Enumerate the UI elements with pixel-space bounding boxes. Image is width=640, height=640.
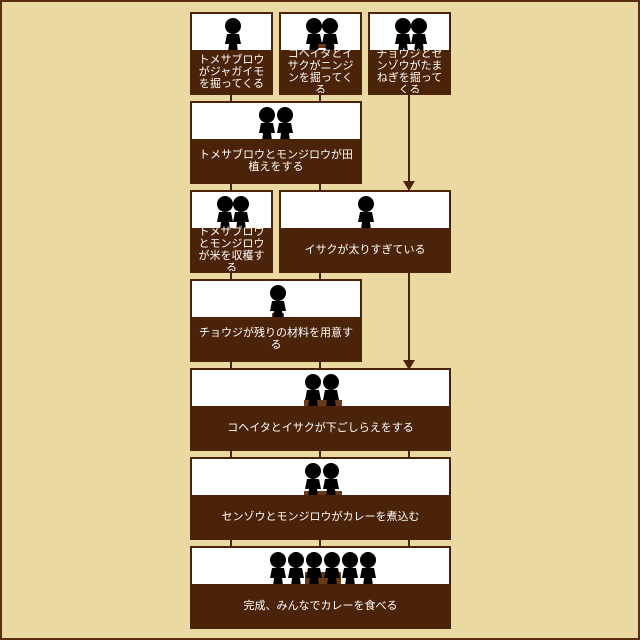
person-silhouette	[358, 196, 374, 230]
person-silhouette	[360, 552, 376, 586]
figure-illustration	[304, 463, 342, 497]
person-silhouette	[217, 196, 233, 230]
figure-illustration	[270, 285, 286, 319]
step-card-s6: イサクが太りすぎている	[279, 190, 451, 273]
person-silhouette	[277, 107, 293, 141]
step-caption: センゾウとモンジロウがカレーを煮込む	[192, 495, 449, 538]
prop-shape	[304, 491, 342, 497]
arrowhead-to-s8	[403, 360, 415, 370]
step-card-s3: チョウジとセンゾウがたまねぎを掘ってくる	[368, 12, 451, 95]
prop-shape	[304, 400, 342, 408]
person-silhouette	[411, 18, 427, 52]
person-silhouette	[259, 107, 275, 141]
step-card-s7: チョウジが残りの材料を用意する	[190, 279, 362, 362]
step-caption: トメサブロウとモンジロウが米を収穫する	[192, 225, 271, 271]
arrowhead-to-s6	[403, 181, 415, 191]
step-card-s1: トメサブロウがジャガイモを掘ってくる	[190, 12, 273, 95]
step-caption: チョウジとセンゾウがたまねぎを掘ってくる	[370, 47, 449, 93]
person-silhouette	[225, 18, 241, 52]
figure-illustration	[217, 196, 249, 230]
step-caption: 完成、みんなでカレーを食べる	[192, 584, 449, 627]
figure-illustration	[259, 107, 293, 141]
step-card-s8: コヘイタとイサクが下ごしらえをする	[190, 368, 451, 451]
prop-shape	[318, 42, 328, 48]
step-caption: コヘイタとイサクがニンジンを掘ってくる	[281, 47, 360, 93]
person-silhouette	[305, 374, 321, 408]
step-caption: イサクが太りすぎている	[281, 228, 449, 271]
step-card-s2: コヘイタとイサクがニンジンを掘ってくる	[279, 12, 362, 95]
person-silhouette	[323, 463, 339, 497]
person-silhouette	[342, 552, 358, 586]
figure-illustration	[306, 18, 338, 52]
person-silhouette	[270, 285, 286, 319]
person-silhouette	[323, 374, 339, 408]
person-silhouette	[395, 18, 411, 52]
person-silhouette	[233, 196, 249, 230]
figure-illustration	[395, 18, 427, 52]
step-card-s4: トメサブロウとモンジロウが田植えをする	[190, 101, 362, 184]
step-caption: トメサブロウがジャガイモを掘ってくる	[192, 50, 271, 93]
figure-illustration	[358, 196, 374, 230]
person-silhouette	[305, 463, 321, 497]
person-silhouette	[306, 18, 322, 52]
figure-illustration	[304, 374, 342, 408]
step-card-s5: トメサブロウとモンジロウが米を収穫する	[190, 190, 273, 273]
person-silhouette	[288, 552, 304, 586]
step-caption: トメサブロウとモンジロウが田植えをする	[192, 139, 360, 182]
person-silhouette	[270, 552, 286, 586]
figure-illustration	[225, 18, 241, 52]
step-card-s9: センゾウとモンジロウがカレーを煮込む	[190, 457, 451, 540]
step-caption: チョウジが残りの材料を用意する	[192, 317, 360, 360]
person-silhouette	[324, 552, 340, 586]
step-caption: コヘイタとイサクが下ごしらえをする	[192, 406, 449, 449]
step-card-s10: 完成、みんなでカレーを食べる	[190, 546, 451, 629]
figure-illustration	[270, 552, 376, 586]
person-silhouette	[306, 552, 322, 586]
person-silhouette	[322, 18, 338, 52]
